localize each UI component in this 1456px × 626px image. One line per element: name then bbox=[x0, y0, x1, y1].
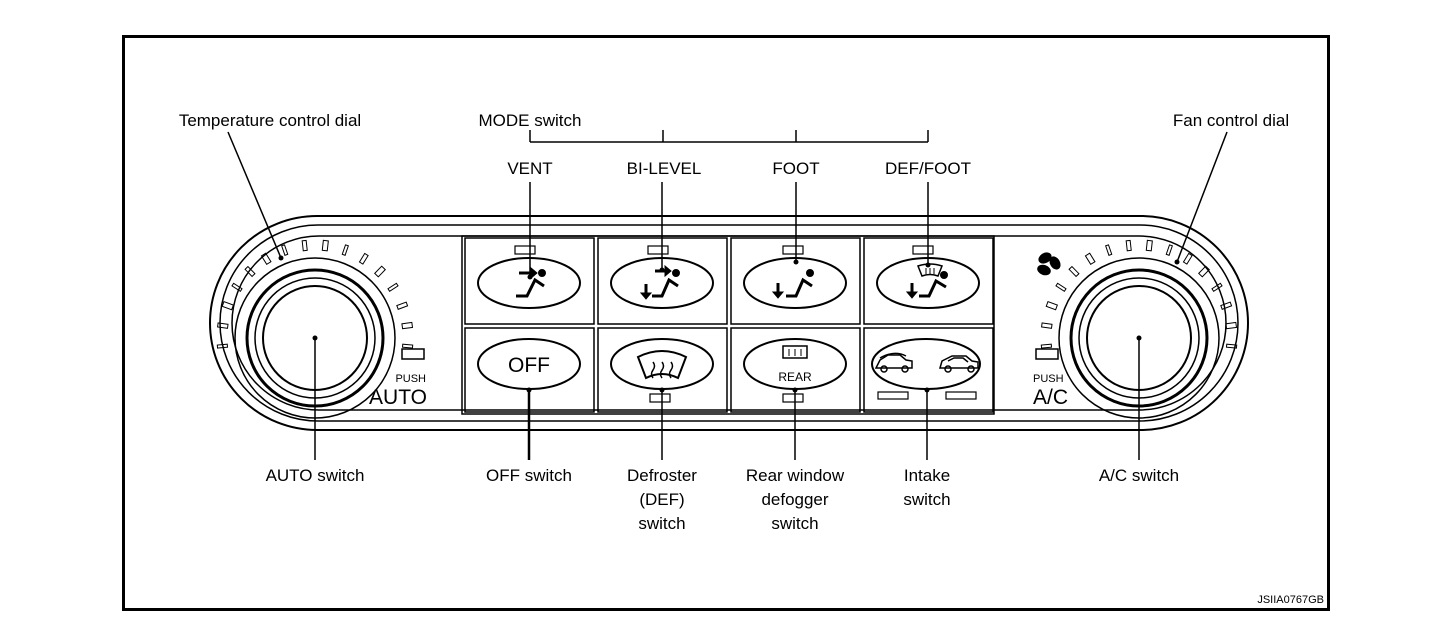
scale-tick bbox=[401, 321, 414, 330]
intake-button[interactable] bbox=[863, 327, 994, 413]
scale-tick bbox=[1220, 301, 1233, 310]
scale-tick bbox=[244, 265, 256, 278]
panel-body bbox=[209, 215, 1249, 431]
scale-tick bbox=[387, 282, 399, 292]
temperature-scale-ticks bbox=[216, 239, 414, 349]
scale-tick bbox=[1045, 300, 1058, 311]
label-rear-line2: defogger bbox=[761, 490, 828, 509]
figure-code: JSIIA0767GB bbox=[1257, 594, 1324, 606]
vent-airflow-icon bbox=[516, 266, 546, 298]
center-button-grid bbox=[461, 235, 995, 415]
label-mode-switch: MODE switch bbox=[479, 111, 582, 130]
ac-button-label[interactable]: A/C bbox=[1033, 386, 1068, 409]
scale-tick bbox=[321, 239, 329, 252]
vent-button[interactable] bbox=[464, 237, 595, 325]
label-def-foot: DEF/FOOT bbox=[885, 159, 971, 178]
scale-tick bbox=[1225, 321, 1238, 330]
foot-airflow-icon bbox=[771, 269, 814, 299]
label-defroster-line2: (DEF) bbox=[639, 490, 684, 509]
label-off-switch: OFF switch bbox=[486, 466, 572, 485]
auto-indicator-lamp bbox=[401, 348, 425, 360]
scale-tick bbox=[1068, 265, 1080, 278]
label-intake-line2: switch bbox=[903, 490, 950, 509]
scale-tick bbox=[1198, 265, 1210, 278]
scale-tick bbox=[1225, 343, 1238, 349]
label-temperature-control-dial: Temperature control dial bbox=[179, 111, 361, 130]
fresh-air-car-icon bbox=[939, 355, 979, 373]
off-button[interactable]: OFF bbox=[464, 327, 595, 413]
scale-tick bbox=[1105, 244, 1113, 256]
scale-tick bbox=[216, 343, 229, 349]
auto-button-label[interactable]: AUTO bbox=[369, 386, 427, 409]
scale-tick bbox=[358, 252, 369, 265]
fan-speed-scale-ticks bbox=[1040, 239, 1238, 349]
label-ac-switch: A/C switch bbox=[1099, 466, 1179, 485]
scale-tick bbox=[374, 265, 386, 278]
fan-control-dial[interactable] bbox=[1058, 257, 1220, 419]
scale-tick bbox=[396, 301, 409, 310]
scale-tick bbox=[221, 300, 234, 311]
scale-tick bbox=[341, 244, 349, 256]
scale-tick bbox=[1125, 239, 1132, 252]
windshield-defroster-icon bbox=[636, 350, 688, 380]
scale-tick bbox=[1040, 343, 1053, 349]
leader-lines bbox=[227, 130, 1228, 460]
off-button-label: OFF bbox=[508, 354, 550, 377]
scale-tick bbox=[1055, 282, 1067, 292]
leader-dots bbox=[278, 255, 1180, 393]
label-rear-line1: Rear window bbox=[746, 466, 845, 485]
scale-tick bbox=[260, 252, 272, 266]
scale-tick bbox=[1165, 244, 1173, 256]
scale-tick bbox=[1211, 282, 1223, 292]
rear-defogger-button[interactable]: REAR bbox=[730, 327, 861, 413]
rear-button-label: REAR bbox=[778, 370, 812, 384]
scale-tick bbox=[1041, 322, 1053, 329]
scale-tick bbox=[1145, 239, 1153, 252]
label-bi-level: BI-LEVEL bbox=[627, 159, 702, 178]
def-foot-airflow-icon bbox=[905, 263, 948, 299]
label-fan-control-dial: Fan control dial bbox=[1173, 111, 1289, 130]
scale-tick bbox=[301, 239, 308, 252]
scale-tick bbox=[401, 343, 414, 349]
recirculation-car-icon bbox=[874, 352, 913, 373]
label-defroster-line3: switch bbox=[638, 514, 685, 533]
scale-tick bbox=[1084, 252, 1096, 266]
scale-tick bbox=[281, 244, 289, 256]
scale-tick bbox=[1182, 252, 1193, 265]
label-vent: VENT bbox=[507, 159, 552, 178]
diagram-frame bbox=[122, 35, 1330, 611]
label-auto-switch: AUTO switch bbox=[266, 466, 365, 485]
label-rear-line3: switch bbox=[771, 514, 818, 533]
label-intake-line1: Intake bbox=[904, 466, 950, 485]
push-label-right: PUSH bbox=[1033, 373, 1064, 385]
foot-button[interactable] bbox=[730, 237, 861, 325]
scale-tick bbox=[217, 322, 229, 329]
push-label-left: PUSH bbox=[395, 373, 426, 385]
label-defroster-line1: Defroster bbox=[627, 466, 697, 485]
ac-indicator-lamp bbox=[1035, 348, 1059, 360]
fan-icon bbox=[1037, 252, 1061, 276]
label-foot: FOOT bbox=[772, 159, 819, 178]
scale-tick bbox=[231, 282, 243, 292]
rear-window-defogger-icon bbox=[782, 345, 808, 359]
